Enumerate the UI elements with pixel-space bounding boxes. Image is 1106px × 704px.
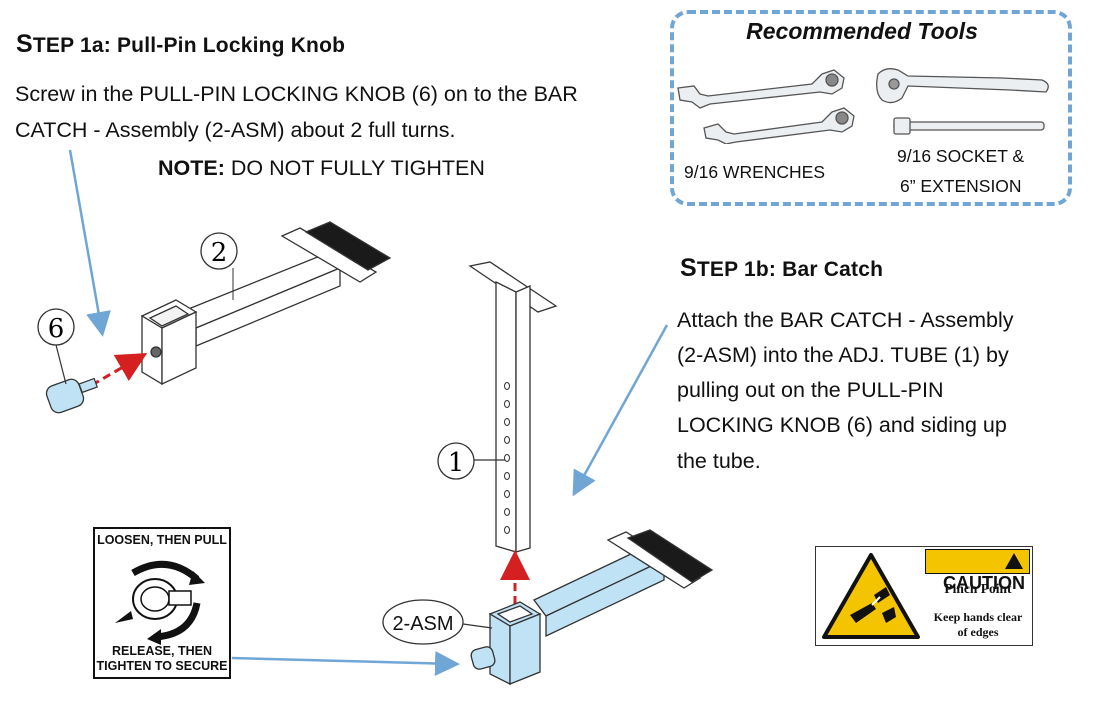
callout-2-asm-label: 2-ASM [392,613,453,635]
caution-header-text: CAUTION [943,573,1025,593]
step-1a-title-rest: TEP 1a: Pull-Pin Locking Knob [32,34,346,57]
adjustment-holes [504,382,510,534]
caution-pinch-point-label: CAUTION Pinch Point Keep hands clear of … [815,546,1033,646]
caution-line-1: Keep hands clear [933,610,1023,624]
extension-bar-icon [893,117,1045,135]
step-1a-title: STEP 1a: Pull-Pin Locking Knob [16,30,345,59]
callout-part-2-label: 2 [211,238,228,268]
step-1a-note: NOTE: DO NOT FULLY TIGHTEN [158,151,485,186]
step-1b-title: STEP 1b: Bar Catch [680,254,883,283]
step-1a-line-1: Screw in the PULL-PIN LOCKING KNOB (6) o… [15,82,578,106]
ratchet-icon [876,68,1049,104]
adj-tube-part-1 [468,261,558,553]
knob-instruction-label: LOOSEN, THEN PULL RELEASE, THEN TIGHTEN … [93,527,231,679]
warning-bottom-text: RELEASE, THEN TIGHTEN TO SECURE [95,644,229,674]
warning-bottom-line-1: RELEASE, THEN [111,644,212,658]
pinch-point-warning-icon [822,553,920,639]
step-1b-title-cap: S [680,254,697,282]
socket-label-line-2: 6” EXTENSION [900,176,1022,196]
wrench-icon [703,107,855,144]
tools-title: Recommended Tools [746,18,978,44]
recommended-tools-box [670,10,1072,206]
step-1b-line-1: Attach the BAR CATCH - Assembly [677,308,1014,332]
note-text: DO NOT FULLY TIGHTEN [224,156,485,180]
bar-catch-part-2 [140,221,392,386]
caution-header: CAUTION [925,549,1030,593]
step-1b-line-5: the tube. [677,449,761,473]
rotate-knob-icon [115,560,205,645]
step-1a-title-cap: S [16,30,33,58]
caution-line-2: of edges [957,625,999,639]
wrenches-label: 9/16 WRENCHES [684,162,826,182]
step-1b-line-2: (2-ASM) into the ADJ. TUBE (1) by [677,343,1009,367]
leader-arrow-warning [231,650,460,676]
callout-part-2: 2 [200,232,238,270]
locking-knob-icon [45,377,98,414]
warning-bottom-line-2: TIGHTEN TO SECURE [96,659,228,673]
callout-2-asm: 2-ASM [382,599,493,645]
leader-arrow-step-1b [572,324,669,497]
callout-part-1: 1 [437,442,505,480]
bar-catch-assembly-2-asm [470,529,714,686]
step-1b-title-rest: TEP 1b: Bar Catch [696,258,884,281]
insert-arrow-knob [91,352,148,387]
caution-body: Keep hands clear of edges [925,610,1031,640]
warning-top-text: LOOSEN, THEN PULL [97,533,227,547]
note-label: NOTE: [158,156,225,180]
caution-triangle-icon [1005,553,1023,569]
caution-title: Pinch Point [944,581,1012,596]
step-1b-line-4: LOCKING KNOB (6) and siding up [677,413,1007,437]
step-1b-line-3: pulling out on the PULL-PIN [677,378,944,402]
socket-label-line-1: 9/16 SOCKET & [897,146,1025,166]
callout-part-6: 6 [37,308,75,385]
wrench-icon [677,69,845,109]
leader-arrow-step-1a [68,149,111,337]
callout-part-6-label: 6 [48,314,65,344]
step-1a-line-2: CATCH - Assembly (2-ASM) about 2 full tu… [15,118,456,142]
tools-illustration [677,68,1049,144]
callout-part-1-label: 1 [448,448,465,478]
